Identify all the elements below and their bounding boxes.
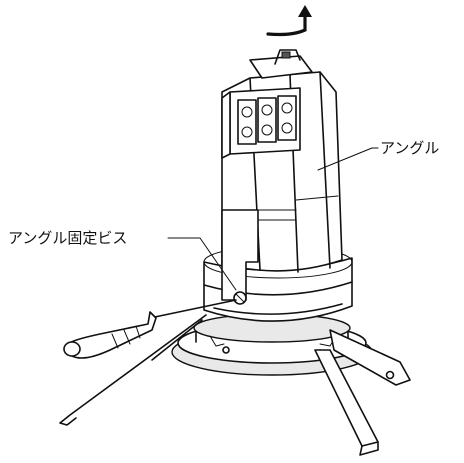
leader-lines — [167, 147, 379, 291]
mounting-spring-right — [314, 329, 411, 456]
terminal-block — [221, 49, 313, 159]
mounting-spring-left — [59, 314, 207, 426]
label-angle: アングル — [380, 139, 439, 157]
rotate-arrow-icon — [266, 5, 312, 37]
angle-fixing-screw — [233, 291, 247, 305]
screwdriver — [63, 299, 237, 359]
label-angle-screw: アングル固定ビス — [8, 229, 127, 247]
